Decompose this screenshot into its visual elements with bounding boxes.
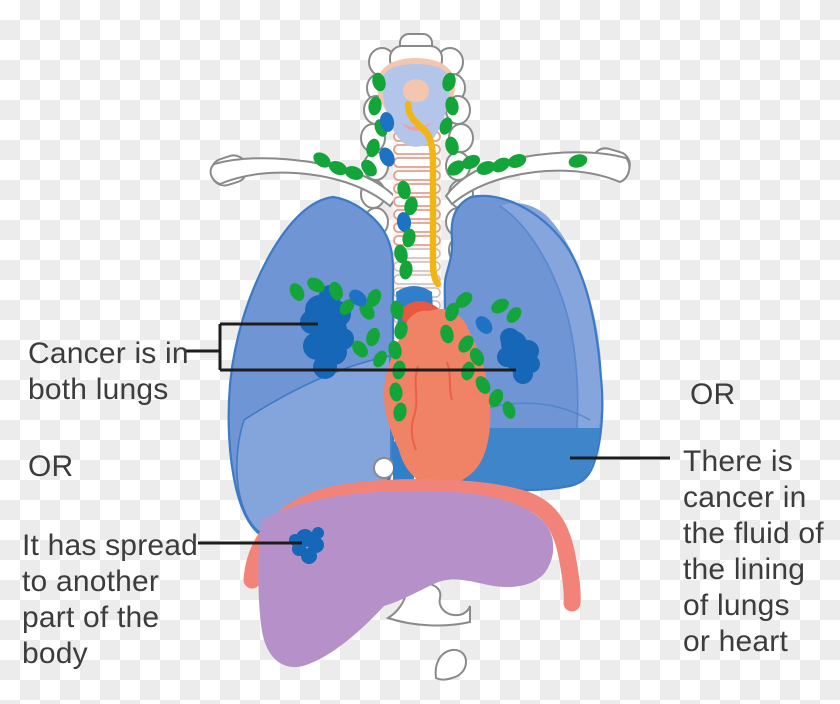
label-or-right: OR bbox=[690, 378, 736, 411]
heart bbox=[383, 286, 491, 487]
larynx bbox=[376, 58, 456, 147]
lymph-nodes bbox=[289, 72, 588, 422]
blue-node bbox=[475, 316, 493, 334]
heart-body bbox=[383, 309, 491, 487]
right-lung-posterior bbox=[500, 203, 602, 428]
blue-node bbox=[349, 289, 367, 307]
blue-node bbox=[396, 212, 412, 232]
larynx-inner bbox=[403, 79, 429, 102]
label-or-left: OR bbox=[28, 450, 74, 483]
liver-body bbox=[258, 490, 554, 668]
blue-node bbox=[379, 147, 395, 167]
right-lung-outline bbox=[443, 194, 604, 491]
label-fluid-lining: There is cancer in the fluid of the lini… bbox=[683, 445, 824, 658]
coronary-vessel-2 bbox=[446, 361, 453, 401]
right-lung-tumor bbox=[497, 328, 540, 384]
thoracic-duct bbox=[404, 100, 442, 288]
blue-node bbox=[379, 112, 395, 132]
left-clavicle bbox=[209, 157, 398, 208]
callout-lines bbox=[186, 322, 670, 545]
label-cancer-both-lungs: Cancer is in both lungs bbox=[28, 337, 189, 406]
right-lung-fissure bbox=[499, 205, 579, 429]
liver bbox=[258, 490, 554, 668]
larynx-body bbox=[381, 64, 451, 147]
coronary-vessel bbox=[410, 365, 419, 451]
label-spread-other-part: It has spread to another part of the bod… bbox=[22, 529, 199, 670]
